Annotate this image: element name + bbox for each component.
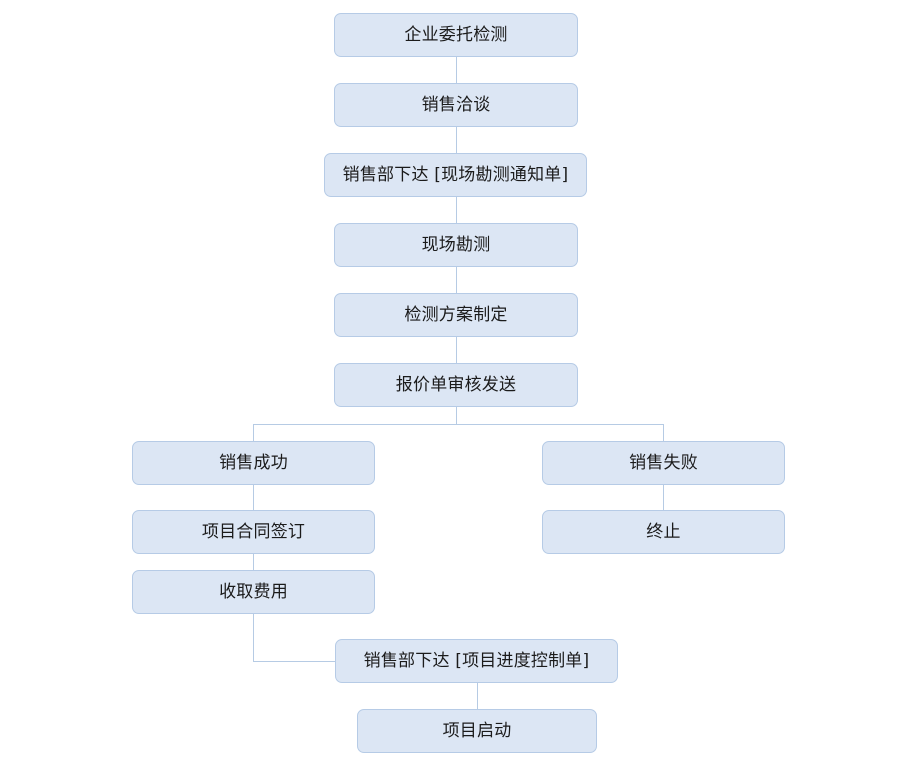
connector-n6-to-split [456, 407, 457, 424]
flow-node-n1[interactable]: 企业委托检测 [334, 13, 578, 57]
flow-node-n10[interactable]: 终止 [542, 510, 785, 554]
flow-node-n6[interactable]: 报价单审核发送 [334, 363, 578, 407]
connector-split-to-n8 [663, 424, 664, 441]
connector-n12-to-n13 [477, 683, 478, 709]
flow-node-n9[interactable]: 项目合同签订 [132, 510, 375, 554]
connector-n2-to-n3 [456, 127, 457, 153]
connector-split-to-n7 [253, 424, 254, 441]
connector-n3-to-n4 [456, 197, 457, 223]
flow-node-n4[interactable]: 现场勘测 [334, 223, 578, 267]
flow-node-n7[interactable]: 销售成功 [132, 441, 375, 485]
flow-node-n13[interactable]: 项目启动 [357, 709, 597, 753]
flow-node-n8[interactable]: 销售失败 [542, 441, 785, 485]
flow-node-n3[interactable]: 销售部下达 [现场勘测通知单] [324, 153, 587, 197]
flow-node-n5[interactable]: 检测方案制定 [334, 293, 578, 337]
flow-node-n2[interactable]: 销售洽谈 [334, 83, 578, 127]
connector-split-to-branch [253, 424, 664, 425]
flow-node-n12[interactable]: 销售部下达 [项目进度控制单] [335, 639, 618, 683]
connector-n11-to-n12 [253, 614, 254, 661]
connector-n9-to-n11 [253, 554, 254, 570]
connector-n4-to-n5 [456, 267, 457, 293]
connector-n5-to-n6 [456, 337, 457, 363]
connector-n7-to-n9 [253, 485, 254, 510]
flow-node-n11[interactable]: 收取费用 [132, 570, 375, 614]
connector-n8-to-n10 [663, 485, 664, 510]
connector-n11-to-n12 [253, 661, 335, 662]
connector-n1-to-n2 [456, 57, 457, 83]
